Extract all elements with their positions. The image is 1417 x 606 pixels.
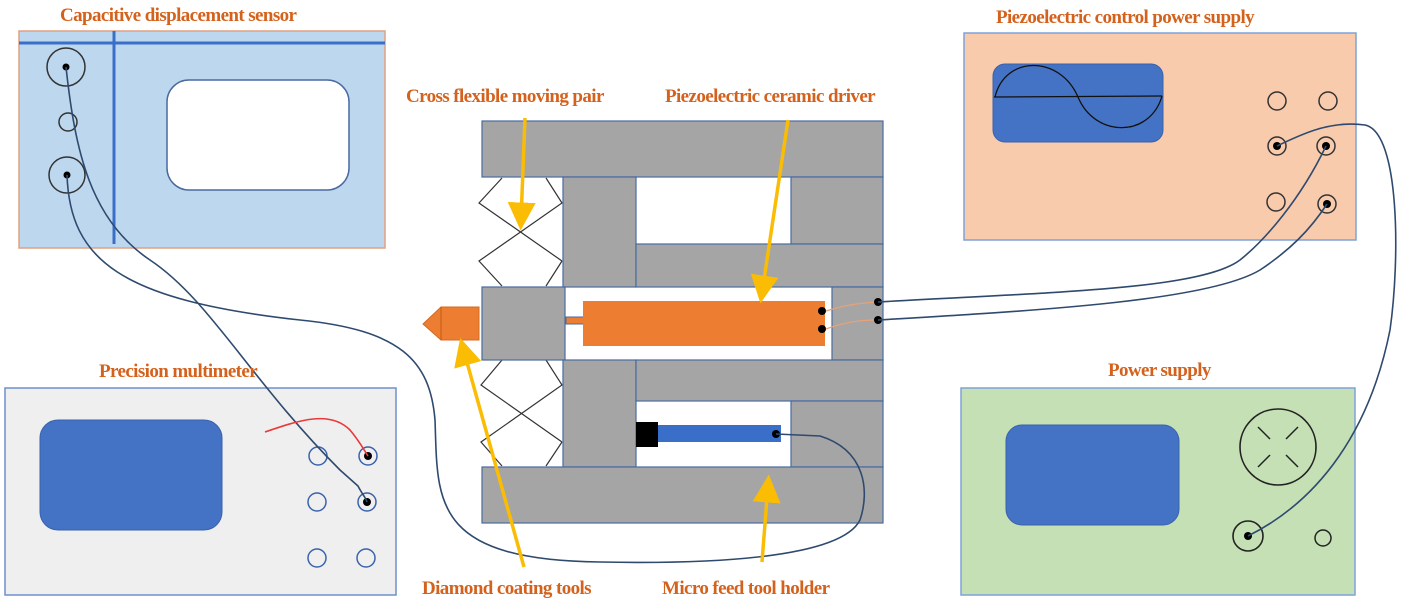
- micro-feed-mechanism: [422, 120, 884, 524]
- multimeter-jack: [356, 548, 376, 568]
- frame-block-upper-right: [790, 176, 884, 245]
- piezo-supply-jack: [1317, 194, 1337, 214]
- wire-piezo-to-supply-2: [877, 203, 1328, 321]
- label-capacitive-sensor: Capacitive displacement sensor: [60, 5, 297, 26]
- capacitive-probe: [658, 425, 781, 442]
- piezo-electrode: [818, 307, 826, 315]
- capacitive-displacement-sensor: [18, 30, 386, 249]
- power-supply: [960, 387, 1356, 596]
- piezo-supply-screen: [992, 63, 1164, 143]
- piezo-supply-jack: [1267, 91, 1287, 111]
- wire-piezo-to-supply-1: [877, 145, 1327, 303]
- frame-post-lower: [562, 359, 637, 468]
- knob-mark: [1285, 454, 1299, 468]
- callout-arrows: [454, 117, 790, 568]
- piezoelectric-ceramic-driver: [583, 301, 825, 346]
- frame-bottom: [481, 466, 884, 524]
- frame-block-right: [831, 286, 884, 361]
- label-precision-multimeter: Precision multimeter: [99, 361, 258, 382]
- frame-bar-upper: [635, 243, 884, 288]
- piezo-supply-jack: [1318, 91, 1338, 111]
- precision-multimeter: [4, 387, 397, 596]
- label-cross-flexible-pair: Cross flexible moving pair: [406, 86, 604, 107]
- wiring: [65, 66, 1397, 564]
- probe-mount: [636, 422, 658, 447]
- multimeter-jack: [307, 548, 327, 568]
- multimeter-screen: [39, 419, 223, 531]
- power-supply-screen: [1005, 424, 1180, 526]
- arrow-piezo-driver: [750, 119, 790, 304]
- sine-wave-icon: [994, 64, 1163, 129]
- piezo-supply-jack: [1266, 192, 1286, 212]
- piezo-lead: [825, 301, 879, 312]
- piezo-lead: [825, 319, 879, 330]
- label-power-supply: Power supply: [1108, 360, 1211, 381]
- arrow-diamond-tool: [454, 337, 526, 568]
- wire-sensor-to-multimeter: [65, 66, 368, 503]
- sensor-terminal-3: [48, 156, 86, 194]
- sensor-display: [166, 79, 350, 191]
- piezo-electrode: [818, 325, 826, 333]
- frame-block-lower-right: [790, 400, 884, 468]
- multimeter-jack: [357, 492, 377, 512]
- label-piezo-control-supply: Piezoelectric control power supply: [996, 7, 1255, 28]
- cross-flexible-hinge-upper: [478, 177, 563, 287]
- sensor-terminal-1: [46, 47, 86, 87]
- piezo-supply-jack: [1316, 136, 1336, 156]
- knob-mark: [1285, 426, 1299, 440]
- wire-supply-to-power: [1247, 123, 1397, 537]
- piezo-pushrod: [565, 316, 585, 325]
- frame-post-upper: [562, 176, 637, 288]
- sensor-terminal-2: [58, 112, 78, 132]
- red-wire: [264, 417, 369, 457]
- label-piezo-ceramic-driver: Piezoelectric ceramic driver: [665, 86, 876, 107]
- label-micro-feed-holder: Micro feed tool holder: [662, 578, 830, 599]
- multimeter-jack: [358, 446, 378, 466]
- multimeter-jack: [307, 492, 327, 512]
- frame-bar-lower: [635, 359, 884, 402]
- piezo-supply-jack: [1267, 136, 1287, 156]
- diamond-coating-tool: [422, 306, 480, 341]
- tool-holder-frame: [481, 120, 884, 524]
- label-diamond-tools: Diamond coating tools: [422, 578, 592, 599]
- arrow-cross-flexible: [507, 117, 536, 231]
- arrow-micro-feed: [752, 474, 781, 563]
- power-supply-terminal: [1314, 529, 1332, 547]
- frame-top: [481, 120, 884, 178]
- power-supply-terminal: [1232, 520, 1264, 552]
- knob-mark: [1257, 454, 1271, 468]
- tool-carrier-block: [481, 286, 566, 361]
- power-supply-knob: [1239, 408, 1317, 486]
- wire-sensor-to-probe: [66, 174, 866, 564]
- knob-mark: [1257, 426, 1271, 440]
